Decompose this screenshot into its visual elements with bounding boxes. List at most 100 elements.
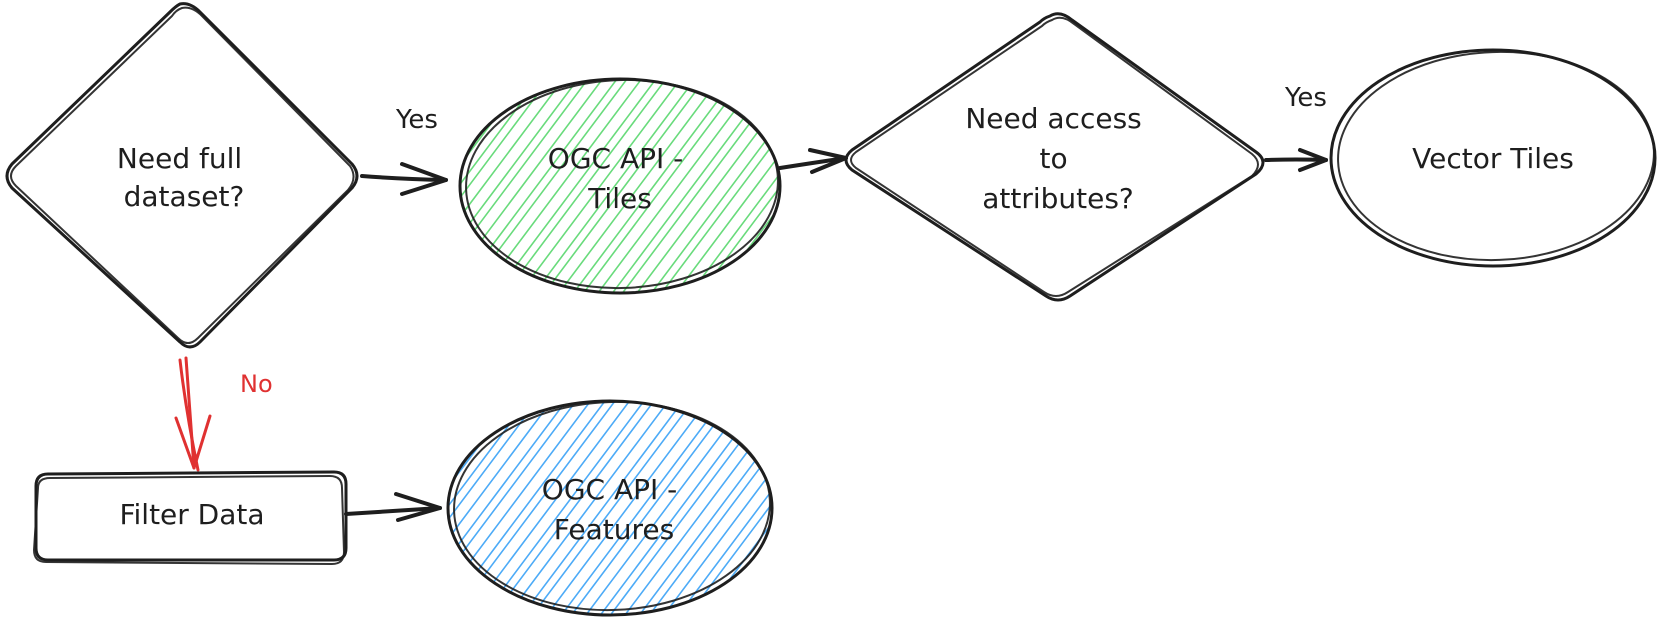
hatch-stroke	[475, 401, 653, 615]
hatch-stroke	[460, 79, 470, 293]
hatch-stroke	[631, 401, 772, 615]
edge-need-full-to-filter: No	[174, 356, 273, 472]
tiles-line-1: OGC API -	[548, 142, 684, 175]
hatch-stroke	[575, 79, 753, 293]
edge-label-yes-1: Yes	[395, 105, 438, 135]
hatch-stroke	[550, 79, 728, 293]
hatch-stroke	[511, 79, 689, 293]
hatch-stroke	[497, 79, 675, 293]
tiles-hatch-fill	[225, 69, 986, 303]
hatch-stroke	[655, 401, 772, 615]
hatch-stroke	[774, 391, 950, 624]
hatch-stroke	[731, 79, 780, 293]
hatch-stroke	[760, 79, 780, 293]
hatch-stroke	[460, 79, 572, 293]
node-filter-data[interactable]: Filter Data	[33, 470, 348, 565]
features-line-2: Features	[554, 513, 674, 546]
hatch-stroke	[602, 401, 772, 615]
hatch-stroke	[252, 391, 428, 624]
hatch-stroke	[538, 401, 716, 615]
hatch-stroke	[788, 391, 964, 624]
node-ogc-api-tiles[interactable]: OGC API - Tiles	[186, 69, 986, 303]
hatch-stroke	[242, 391, 418, 624]
vector-tiles-label: Vector Tiles	[1412, 142, 1574, 175]
hatch-stroke	[721, 79, 780, 293]
svg-text:Need access to att: Need access to attributes?	[965, 102, 1150, 215]
hatch-stroke	[526, 79, 704, 293]
hatch-stroke	[577, 401, 755, 615]
decision-need-access-attributes[interactable]: Need access to attributes?	[844, 12, 1265, 302]
edge-need-access-to-vector: Yes	[1264, 83, 1328, 172]
hatch-stroke	[641, 401, 772, 615]
hatch-stroke	[460, 79, 558, 293]
hatch-stroke	[563, 401, 741, 615]
hatch-stroke	[680, 401, 772, 615]
hatch-stroke	[745, 79, 780, 293]
hatch-stroke	[798, 391, 974, 624]
hatch-stroke	[565, 79, 743, 293]
hatch-stroke	[786, 69, 962, 303]
hatch-stroke	[240, 69, 416, 303]
hatch-stroke	[514, 401, 692, 615]
edge-label-no: No	[240, 370, 273, 398]
hatch-stroke	[667, 79, 780, 293]
features-line-1: OGC API -	[542, 473, 678, 506]
hatch-stroke	[653, 79, 780, 293]
hatch-stroke	[748, 401, 772, 615]
hatch-stroke	[460, 79, 587, 293]
hatch-stroke	[553, 401, 731, 615]
svg-text:Vector Tiles: Vector Tiles	[1412, 142, 1574, 175]
hatch-stroke	[536, 79, 714, 293]
hatch-stroke	[813, 391, 989, 624]
edge-need-full-to-tiles: Yes	[360, 105, 448, 196]
hatch-stroke	[225, 69, 401, 303]
hatch-stroke	[448, 401, 560, 615]
features-hatch-fill	[242, 391, 989, 624]
hatch-stroke	[643, 79, 780, 293]
node-vector-tiles[interactable]: Vector Tiles	[1329, 47, 1658, 268]
hatch-stroke	[694, 401, 772, 615]
hatch-stroke	[267, 391, 443, 624]
hatch-stroke	[460, 79, 480, 293]
node-ogc-api-features[interactable]: OGC API - Features	[174, 391, 988, 624]
hatch-stroke	[448, 401, 614, 615]
hatch-stroke	[448, 401, 546, 615]
need-access-line-1: Need access	[965, 102, 1141, 135]
hatch-stroke	[670, 401, 772, 615]
hatch-stroke	[485, 401, 663, 615]
svg-text:OGC API - Tiles: OGC API - Tiles	[548, 142, 692, 215]
hatch-stroke	[524, 401, 702, 615]
filter-data-label: Filter Data	[119, 498, 264, 531]
svg-text:OGC API - Features: OGC API - Features	[542, 473, 686, 546]
edge-label-yes-2: Yes	[1284, 83, 1327, 113]
hatch-stroke	[448, 401, 536, 615]
hatch-stroke	[758, 401, 772, 615]
hatch-stroke	[733, 401, 772, 615]
hatch-stroke	[460, 401, 638, 615]
hatch-stroke	[692, 79, 780, 293]
hatch-stroke	[682, 79, 780, 293]
hatch-stroke	[448, 401, 575, 615]
need-full-line-2: dataset?	[124, 180, 245, 213]
svg-text:Need full dataset?: Need full dataset?	[117, 142, 251, 213]
need-access-line-2: to	[1039, 142, 1067, 175]
tiles-line-2: Tiles	[587, 182, 652, 215]
hatch-stroke	[460, 79, 533, 293]
hatch-stroke	[592, 401, 770, 615]
edge-filter-to-features	[344, 492, 442, 522]
hatch-stroke	[706, 79, 780, 293]
hatch-stroke	[448, 401, 624, 615]
hatch-stroke	[800, 69, 976, 303]
hatch-stroke	[719, 401, 772, 615]
need-full-line-1: Need full	[117, 142, 242, 175]
hatch-stroke	[448, 401, 585, 615]
edge-tiles-to-need-access	[778, 148, 848, 174]
hatch-stroke	[709, 401, 772, 615]
hatch-stroke	[460, 79, 597, 293]
hatch-stroke	[499, 401, 677, 615]
svg-text:Filter Data: Filter Data	[119, 498, 264, 531]
hatch-stroke	[810, 69, 986, 303]
decision-need-full-dataset[interactable]: Need full dataset?	[5, 2, 359, 349]
need-access-line-3: attributes?	[982, 182, 1134, 215]
